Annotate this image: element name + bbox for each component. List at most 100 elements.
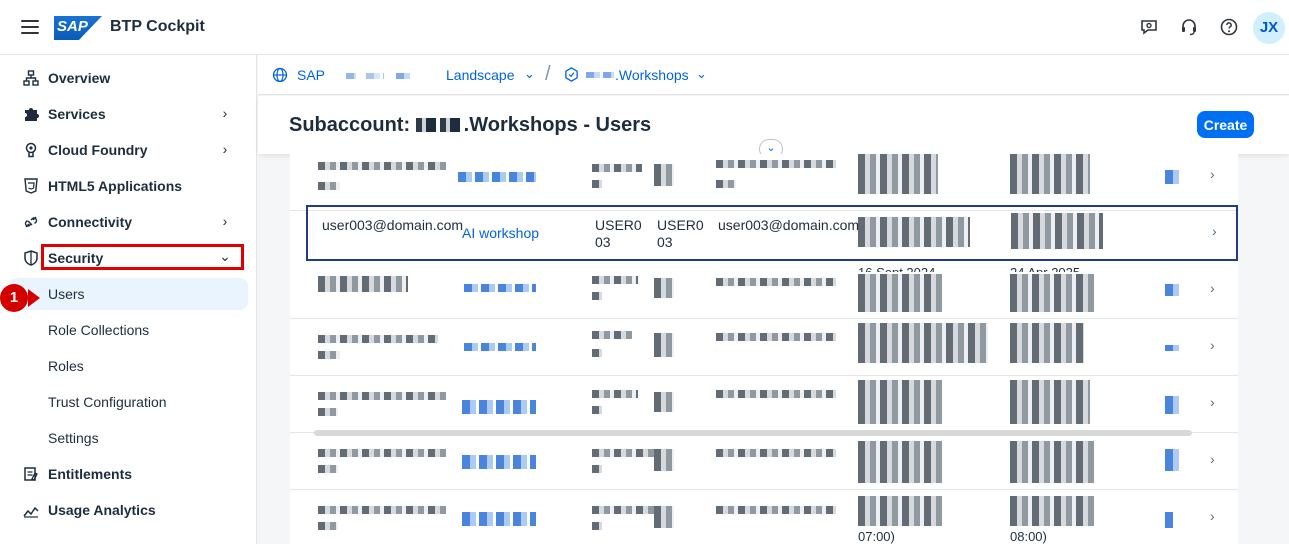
redacted-date: [1010, 154, 1090, 194]
table-row[interactable]: ›: [290, 154, 1238, 211]
sidebar-item-usage-analytics[interactable]: Usage Analytics: [0, 492, 257, 528]
sidebar-item-settings[interactable]: Settings: [0, 420, 257, 456]
breadcrumb: SAP Landscape ⌄ / .Workshops ⌄: [258, 55, 1289, 95]
table-row[interactable]: ›: [290, 433, 1238, 490]
redacted-link: [464, 284, 536, 292]
cell-created-tail: 07:00): [858, 529, 895, 544]
cell-created: 16 Sept 2024: [858, 264, 935, 272]
redacted-text: [586, 72, 614, 78]
redacted-text: [592, 506, 654, 514]
breadcrumb-landscape[interactable]: Landscape: [446, 67, 515, 83]
redacted-text: [396, 73, 410, 79]
breadcrumb-global-account[interactable]: SAP: [297, 67, 326, 83]
chevron-right-icon[interactable]: ›: [1210, 394, 1215, 410]
table-row[interactable]: 16 Sept 2024 24 Apr 2025 ›: [290, 262, 1238, 319]
sidebar-item-label: HTML5 Applications: [48, 178, 183, 194]
redacted-text: [318, 276, 408, 292]
table-row-selected[interactable]: user003@domain.com AI workshop USER003 U…: [306, 205, 1238, 261]
redacted-date: [858, 217, 970, 247]
security-highlight-box: [41, 244, 244, 270]
feedback-icon[interactable]: [1138, 17, 1160, 39]
cell-identity-provider[interactable]: AI workshop: [462, 225, 540, 241]
help-icon[interactable]: [1218, 17, 1240, 39]
redacted-text: [592, 164, 642, 172]
cell-first-name: USER003: [595, 217, 642, 250]
redacted-text: [592, 180, 602, 188]
sidebar-item-security[interactable]: Security ⌄: [0, 240, 257, 276]
sidebar-item-users[interactable]: Users: [0, 276, 257, 312]
create-button[interactable]: Create: [1197, 111, 1254, 138]
redacted-text: [592, 522, 602, 530]
users-table: › user003@domain.com AI workshop USER003…: [290, 154, 1238, 544]
redacted-status: [1165, 512, 1173, 528]
sidebar-item-overview[interactable]: Overview: [0, 60, 257, 96]
chevron-down-icon[interactable]: ⌄: [524, 66, 535, 81]
support-icon[interactable]: [1178, 17, 1200, 39]
shell-bar: SAP BTP Cockpit JX: [0, 0, 1289, 55]
sidebar-item-label: Roles: [48, 358, 84, 374]
redacted-text: [415, 118, 464, 132]
redacted-date: [1010, 441, 1094, 483]
sidebar-item-html5-applications[interactable]: HTML5 Applications: [0, 168, 257, 204]
chevron-down-icon[interactable]: ⌄: [696, 66, 707, 81]
sidebar-item-label: Trust Configuration: [48, 394, 167, 410]
redacted-link: [462, 400, 536, 414]
table-row[interactable]: ›: [290, 376, 1238, 433]
table-row[interactable]: ›: [290, 319, 1238, 376]
redacted-text: [654, 506, 674, 528]
redacted-text: [318, 162, 446, 170]
redacted-status: [1165, 170, 1179, 184]
redacted-link: [462, 512, 536, 526]
redacted-text: [716, 333, 836, 341]
chevron-right-icon[interactable]: ›: [1212, 223, 1217, 239]
puzzle-icon: [22, 106, 40, 124]
chevron-right-icon[interactable]: ›: [1210, 166, 1215, 182]
sidebar-item-connectivity[interactable]: Connectivity ›: [0, 204, 257, 240]
redacted-status: [1165, 345, 1179, 351]
menu-icon[interactable]: [21, 20, 39, 34]
sidebar-item-role-collections[interactable]: Role Collections: [0, 312, 257, 348]
redacted-text: [716, 506, 836, 514]
horizontal-scrollbar[interactable]: [314, 430, 1192, 436]
redacted-status: [1165, 396, 1179, 414]
redacted-text: [318, 408, 338, 416]
redacted-text: [346, 73, 356, 79]
redacted-date: [1010, 380, 1090, 424]
sidebar-item-label: Services: [48, 106, 106, 122]
sidebar: Overview Services › Cloud Foundry › HTML…: [0, 55, 257, 544]
sidebar-item-cloud-foundry[interactable]: Cloud Foundry ›: [0, 132, 257, 168]
chevron-right-icon: ›: [222, 213, 228, 229]
connectivity-icon: [22, 214, 40, 232]
redacted-text: [318, 392, 446, 400]
sidebar-item-entitlements[interactable]: Entitlements: [0, 456, 257, 492]
sidebar-item-services[interactable]: Services ›: [0, 96, 257, 132]
redacted-text: [716, 180, 736, 188]
chevron-right-icon[interactable]: ›: [1210, 508, 1215, 524]
sidebar-item-label: Overview: [48, 70, 111, 86]
redacted-status: [1165, 284, 1179, 296]
redacted-text: [592, 349, 602, 357]
sidebar-item-label: Entitlements: [48, 466, 133, 482]
chevron-right-icon[interactable]: ›: [1210, 451, 1215, 467]
redacted-text: [654, 278, 674, 298]
redacted-text: [716, 278, 836, 286]
selected-background: [8, 278, 248, 310]
chevron-right-icon[interactable]: ›: [1210, 280, 1215, 296]
app-title: BTP Cockpit: [110, 18, 205, 35]
sidebar-item-label: Connectivity: [48, 214, 133, 230]
table-row[interactable]: 07:00) 08:00) ›: [290, 490, 1238, 544]
redacted-text: [716, 160, 836, 168]
entitlements-icon: [22, 466, 40, 484]
annotation-badge-1: 1: [0, 284, 28, 312]
sap-logo-text: SAP: [57, 18, 88, 35]
redacted-link: [462, 455, 536, 469]
sidebar-item-label: Users: [48, 286, 85, 302]
breadcrumb-subaccount[interactable]: .Workshops: [615, 67, 689, 83]
sidebar-item-roles[interactable]: Roles: [0, 348, 257, 384]
sidebar-item-trust-configuration[interactable]: Trust Configuration: [0, 384, 257, 420]
chevron-right-icon[interactable]: ›: [1210, 337, 1215, 353]
subaccount-icon: [564, 67, 579, 85]
redacted-text: [592, 331, 632, 339]
redacted-text: [592, 449, 654, 457]
avatar[interactable]: JX: [1253, 12, 1285, 44]
